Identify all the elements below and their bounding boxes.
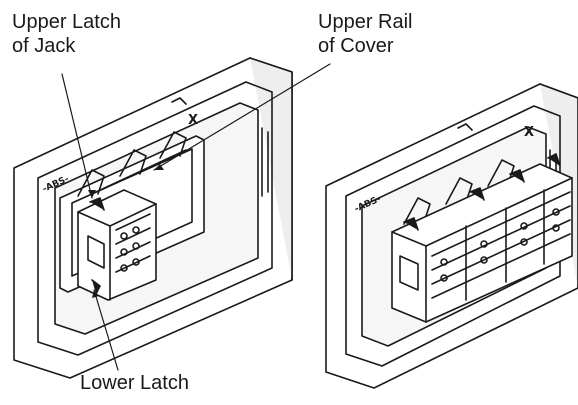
label-lower-latch: Lower Latch <box>80 372 189 394</box>
callout-lower-latch <box>93 289 119 371</box>
label-upper-latch: Upper Latch of Jack <box>12 10 121 58</box>
left-x-mark: X <box>188 113 198 128</box>
label-upper-rail-line2: of Cover <box>318 35 394 57</box>
callout-upper-rail <box>153 63 331 171</box>
callout-upper-latch <box>61 73 93 199</box>
label-upper-rail-line1: Upper Rail <box>318 11 413 33</box>
label-upper-rail: Upper Rail of Cover <box>318 10 412 58</box>
right-x-mark: X <box>524 125 534 140</box>
right-jack-row <box>391 153 573 323</box>
label-upper-latch-line2: of Jack <box>12 35 76 57</box>
label-upper-latch-line1: Upper Latch <box>12 11 121 33</box>
left-jack-module <box>77 189 157 301</box>
